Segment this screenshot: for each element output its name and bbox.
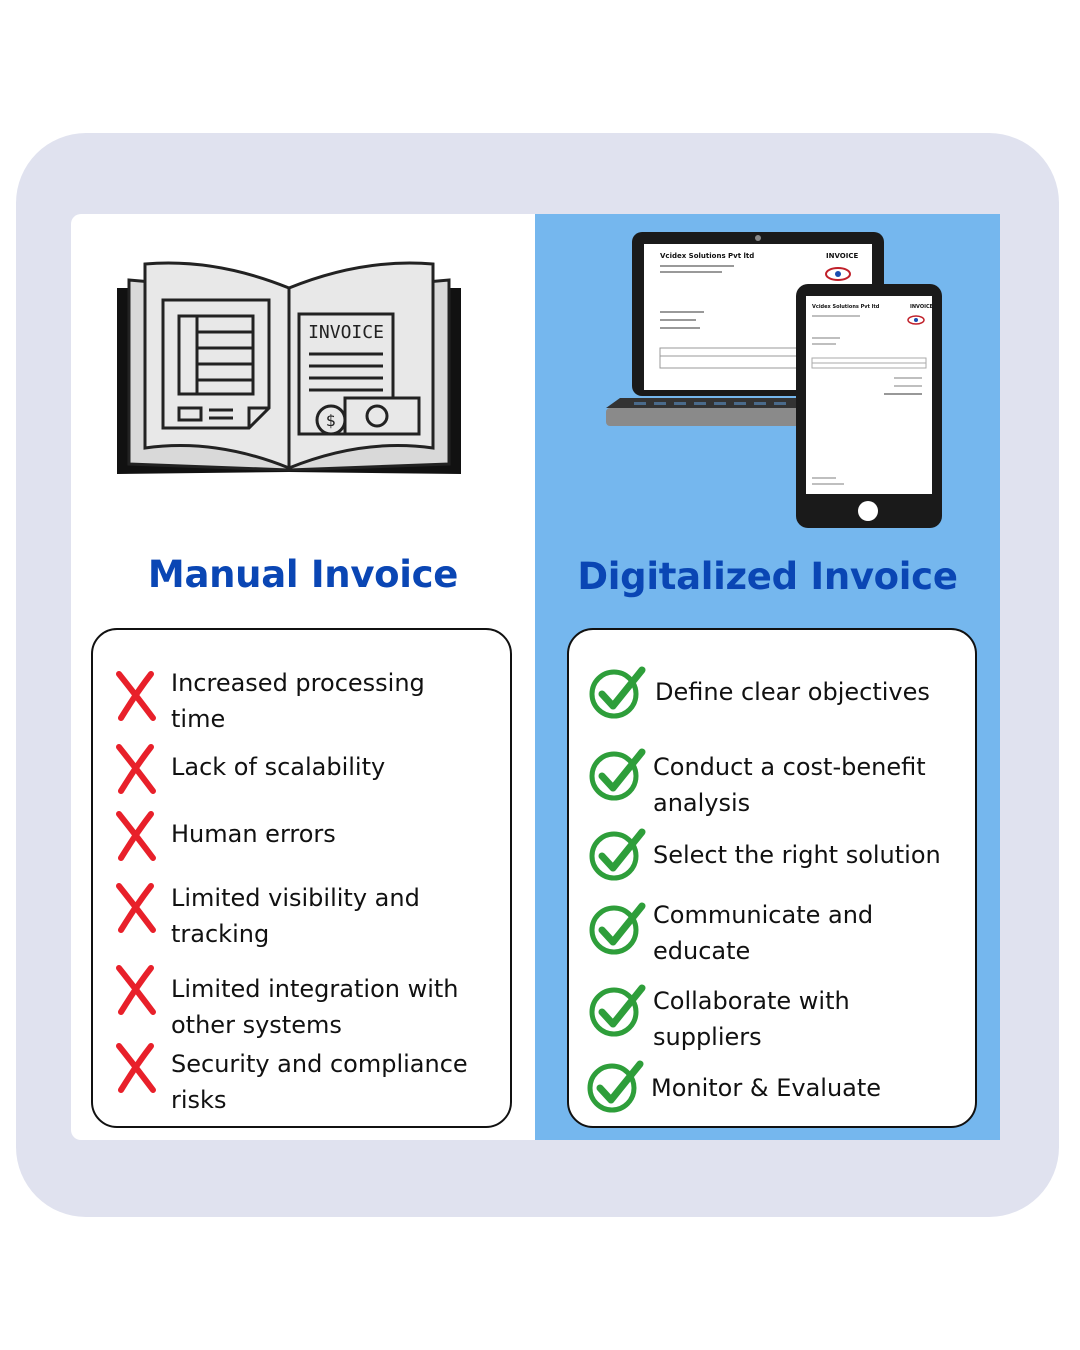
cross-icon — [116, 883, 156, 933]
laptop-invoice-title: INVOICE — [826, 252, 858, 260]
check-circle-icon — [589, 828, 646, 881]
item-text-line1: Collaborate with — [653, 987, 850, 1015]
item-text-line1: Security and compliance — [171, 1050, 468, 1078]
item-text-line1: Communicate and — [653, 901, 874, 929]
item-text-line1: Increased processing — [171, 669, 425, 697]
laptop-tablet-illustration: Vcidex Solutions Pvt ltd INVOICE Vcidex … — [606, 232, 942, 528]
svg-text:$: $ — [326, 411, 336, 430]
invoice-book-illustration: INVOICE $ — [117, 261, 461, 474]
item-text-line2: suppliers — [653, 1023, 762, 1051]
check-circle-icon — [589, 666, 646, 719]
tablet-company: Vcidex Solutions Pvt ltd — [812, 304, 880, 310]
check-circle-icon — [587, 1060, 644, 1113]
digital-steps-box — [567, 628, 977, 1128]
item-text-line1: Conduct a cost-benefit — [653, 753, 926, 781]
item-text-line2: tracking — [171, 920, 270, 948]
item-text-line1: Select the right solution — [653, 841, 941, 869]
item-text-line2: time — [171, 705, 226, 733]
manual-drawbacks-box — [91, 628, 512, 1128]
check-circle-icon — [589, 984, 646, 1037]
cross-icon — [116, 811, 156, 861]
item-text-line1: Define clear objectives — [655, 678, 930, 706]
cross-icon — [116, 965, 156, 1015]
cross-icon — [116, 671, 156, 721]
manual-invoice-title: Manual Invoice — [147, 553, 459, 596]
book-invoice-label: INVOICE — [308, 322, 384, 343]
item-text-line2: analysis — [653, 789, 751, 817]
item-text-line1: Lack of scalability — [171, 753, 386, 781]
item-text-line1: Limited visibility and — [171, 884, 420, 912]
cross-icon — [116, 1043, 156, 1093]
item-text-line1: Monitor & Evaluate — [651, 1074, 882, 1102]
item-text-line1: Limited integration with — [171, 975, 459, 1003]
item-text-line1: Human errors — [171, 820, 336, 848]
check-circle-icon — [589, 902, 646, 955]
check-circle-icon — [589, 748, 646, 801]
laptop-company: Vcidex Solutions Pvt ltd — [660, 252, 754, 260]
tablet-invoice-title: INVOICE — [910, 304, 934, 310]
digital-invoice-title: Digitalized Invoice — [577, 555, 958, 598]
item-text-line2: other systems — [171, 1011, 342, 1039]
cross-icon — [116, 744, 156, 794]
item-text-line2: risks — [171, 1086, 227, 1114]
item-text-line2: educate — [653, 937, 751, 965]
